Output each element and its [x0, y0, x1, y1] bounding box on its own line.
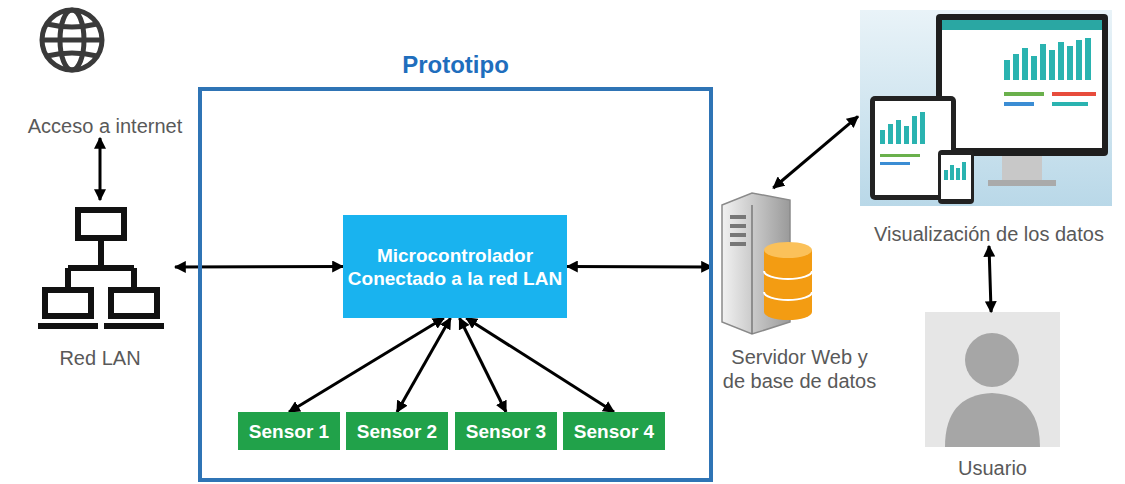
- icon-caption: Usuario: [925, 456, 1060, 480]
- double-arrow: [773, 116, 858, 188]
- icon-caption: Servidor Web y de base de datos: [712, 345, 887, 393]
- lan-icon: [38, 210, 164, 326]
- lan-node: Red LAN: [25, 200, 175, 370]
- double-arrow: [289, 318, 444, 412]
- user-icon: [925, 312, 1060, 447]
- double-arrow: [99, 138, 102, 200]
- prototype-box: PrototipoMicrocontrolador Conectado a la…: [198, 50, 713, 482]
- icon-caption: Visualización de los datos: [858, 222, 1120, 246]
- dashboard-node: Visualización de los datos: [858, 6, 1120, 246]
- server-icon: [722, 193, 812, 334]
- globe-icon: [42, 10, 102, 70]
- box-text: Sensor 1: [249, 420, 329, 443]
- sensor-box: Sensor 3: [455, 412, 557, 450]
- double-arrow: [460, 318, 507, 412]
- double-arrow: [567, 265, 712, 268]
- sensor-box: Sensor 2: [346, 412, 448, 450]
- user-node: Usuario: [925, 312, 1060, 480]
- double-arrow: [466, 318, 614, 412]
- double-arrow: [397, 318, 451, 412]
- box-text: Microcontrolador Conectado a la red LAN: [343, 244, 567, 290]
- box-text: Sensor 3: [466, 420, 546, 443]
- double-arrow: [989, 246, 991, 312]
- box-text: Sensor 4: [574, 420, 654, 443]
- server-node: Servidor Web y de base de datos: [712, 188, 887, 393]
- icon-caption: Red LAN: [25, 346, 175, 370]
- icon-caption: Acceso a internet: [5, 114, 205, 138]
- sensor-box: Sensor 4: [563, 412, 665, 450]
- group-title: Prototipo: [198, 50, 713, 80]
- microcontroller-box: Microcontrolador Conectado a la red LAN: [343, 215, 567, 318]
- box-text: Sensor 2: [357, 420, 437, 443]
- internet-node: Acceso a internet: [5, 5, 205, 138]
- dashboard-illustration: [860, 10, 1112, 206]
- sensor-box: Sensor 1: [238, 412, 340, 450]
